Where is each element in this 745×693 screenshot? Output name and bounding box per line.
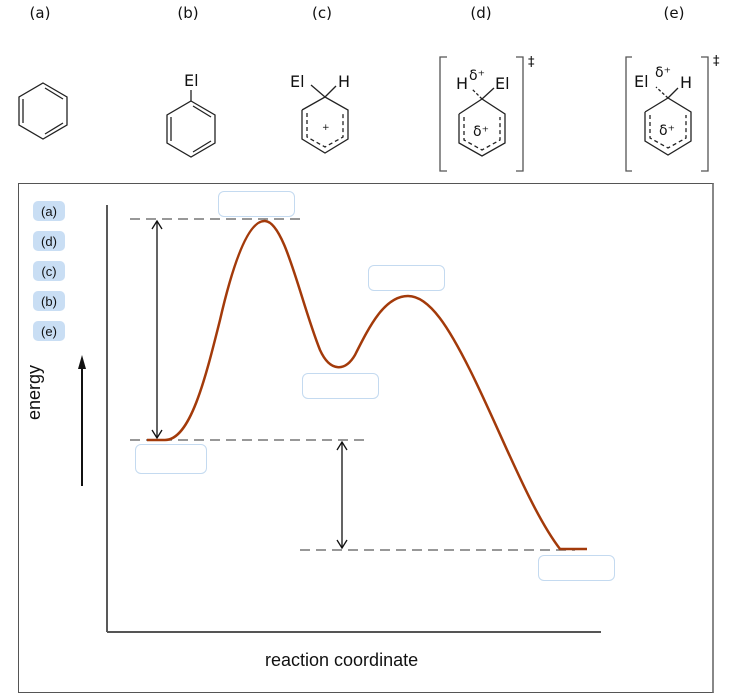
label-b: (b) [177, 4, 199, 22]
svg-text:‡: ‡ [528, 55, 535, 70]
reaction-curve [147, 219, 587, 551]
svg-text:El: El [495, 74, 510, 93]
svg-text:El: El [634, 72, 649, 91]
transition-state-d-structure: H δ⁺ El δ⁺ ‡ [439, 55, 535, 172]
structures-row: El El H + H δ⁺ El δ⁺ ‡ El δ⁺ H δ⁺ ‡ [18, 54, 720, 172]
ts1-dropzone[interactable] [218, 191, 295, 217]
svg-text:δ⁺: δ⁺ [473, 124, 489, 140]
transition-state-e-structure: El δ⁺ H δ⁺ ‡ [625, 54, 720, 172]
label-d: (d) [470, 4, 492, 22]
chip-d[interactable]: (d) [33, 231, 65, 251]
energy-arrow-head-icon [78, 355, 86, 369]
chip-c[interactable]: (c) [33, 261, 65, 281]
svg-text:δ⁺: δ⁺ [469, 68, 485, 84]
arenium-structure: El H + [290, 72, 350, 154]
svg-text:δ⁺: δ⁺ [659, 123, 675, 139]
svg-text:H: H [338, 72, 350, 91]
x-axis-label: reaction coordinate [265, 650, 419, 670]
label-a: (a) [29, 4, 51, 22]
benzene-structure [18, 82, 68, 140]
ts2-dropzone[interactable] [368, 265, 445, 291]
reactant-dropzone[interactable] [135, 444, 207, 474]
svg-text:δ⁺: δ⁺ [655, 65, 671, 81]
label-c: (c) [312, 4, 332, 22]
svg-text:H: H [680, 73, 692, 92]
reaction-energy-arrow [336, 440, 348, 550]
intermediate-dropzone[interactable] [302, 373, 379, 399]
chip-e[interactable]: (e) [33, 321, 65, 341]
svg-text:El: El [290, 72, 305, 91]
chip-a[interactable]: (a) [33, 201, 65, 221]
svg-text:‡: ‡ [713, 54, 720, 69]
el-benzene-structure: El [166, 71, 216, 158]
y-axis-label: energy [24, 364, 44, 420]
label-e: (e) [663, 4, 685, 22]
svg-text:El: El [184, 71, 199, 90]
svg-text:H: H [456, 74, 468, 93]
chip-b[interactable]: (b) [33, 291, 65, 311]
product-dropzone[interactable] [538, 555, 615, 581]
activation-energy-arrow [151, 219, 163, 440]
svg-text:+: + [322, 123, 330, 133]
